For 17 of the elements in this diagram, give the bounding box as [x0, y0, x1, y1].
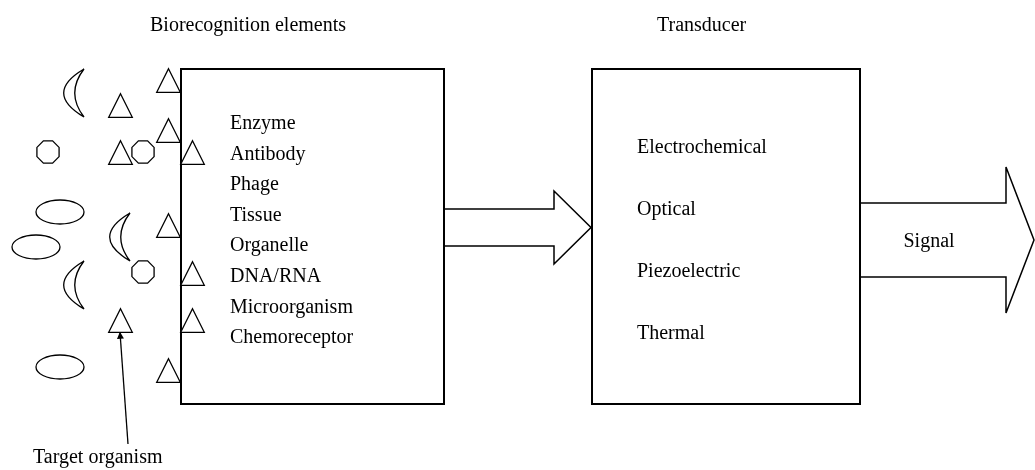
box-heading: Biorecognition elements: [150, 12, 347, 36]
list-item: Antibody: [230, 140, 306, 165]
callout-label: Target organism: [33, 444, 163, 468]
block-arrow: [444, 189, 593, 266]
list-item: Optical: [637, 196, 696, 220]
list-item: Microorganism: [230, 293, 353, 318]
block-arrow: [860, 166, 1035, 314]
box-heading: Transducer: [657, 12, 747, 36]
list-item: Chemoreceptor: [230, 324, 354, 349]
list-item: Thermal: [637, 320, 705, 344]
list-item: Electrochemical: [637, 134, 767, 158]
list-item: Organelle: [230, 232, 309, 257]
list-item: Phage: [230, 171, 279, 196]
list-item: Enzyme: [230, 110, 296, 134]
list-item: DNA/RNA: [230, 263, 322, 287]
list-item: Tissue: [230, 201, 282, 226]
list-item: Piezoelectric: [637, 258, 741, 282]
